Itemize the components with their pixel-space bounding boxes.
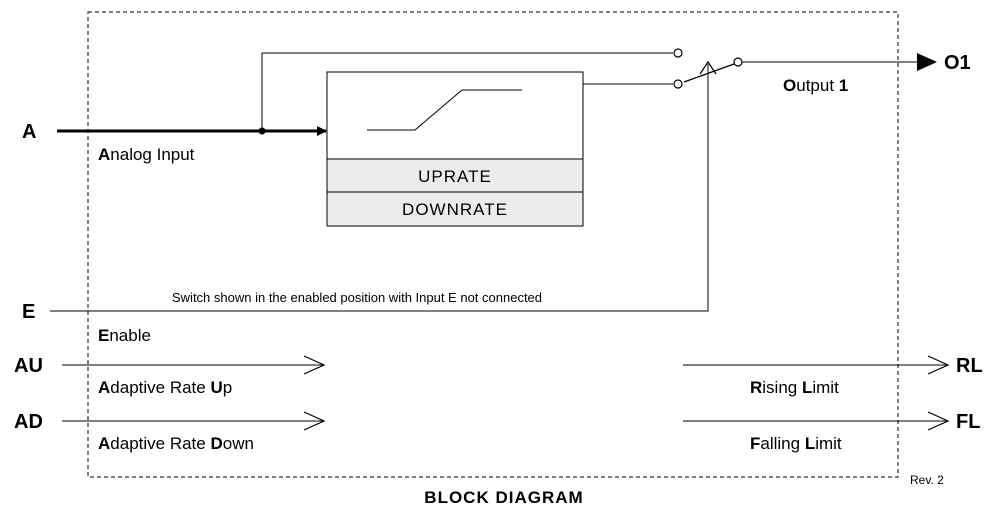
fl-arrow — [927, 411, 950, 431]
bypass-line — [261, 52, 673, 131]
port-ad: AD — [14, 411, 43, 433]
rl-arrow — [927, 355, 950, 375]
label-analog-input: Analog Input — [98, 145, 195, 164]
enable-line — [50, 64, 709, 312]
diagram-title: BLOCK DIAGRAM — [424, 488, 583, 507]
ad-arrow — [303, 411, 326, 431]
label-output-1: Output 1 — [783, 76, 848, 95]
switch-blade — [683, 63, 735, 83]
switch-note: Switch shown in the enabled position wit… — [172, 290, 542, 305]
label-rising-limit: Rising Limit — [750, 378, 839, 397]
port-rl: RL — [956, 355, 983, 377]
label-falling-limit: Falling Limit — [750, 434, 842, 453]
au-arrow — [303, 355, 326, 375]
port-fl: FL — [956, 411, 980, 433]
block-boundary — [87, 11, 899, 478]
revision-label: Rev. 2 — [910, 473, 944, 487]
port-au: AU — [14, 355, 43, 377]
port-o1: O1 — [944, 52, 971, 74]
switch-contact-limited — [673, 79, 683, 89]
uprate-label: UPRATE — [418, 167, 492, 186]
label-enable: Enable — [98, 326, 151, 345]
enable-arrow — [699, 60, 717, 75]
switch-pivot — [733, 57, 743, 67]
downrate-cell — [326, 191, 584, 227]
label-adaptive-rate-down: Adaptive Rate Down — [98, 434, 254, 453]
switch-contact-bypass — [673, 48, 683, 58]
rate-limiter-block: UPRATE DOWNRATE — [326, 71, 584, 227]
label-adaptive-rate-up: Adaptive Rate Up — [98, 378, 232, 397]
ramp-icon — [367, 89, 522, 131]
uprate-cell — [326, 158, 584, 193]
port-a: A — [22, 121, 36, 143]
downrate-label: DOWNRATE — [402, 200, 508, 219]
port-e: E — [22, 301, 35, 323]
